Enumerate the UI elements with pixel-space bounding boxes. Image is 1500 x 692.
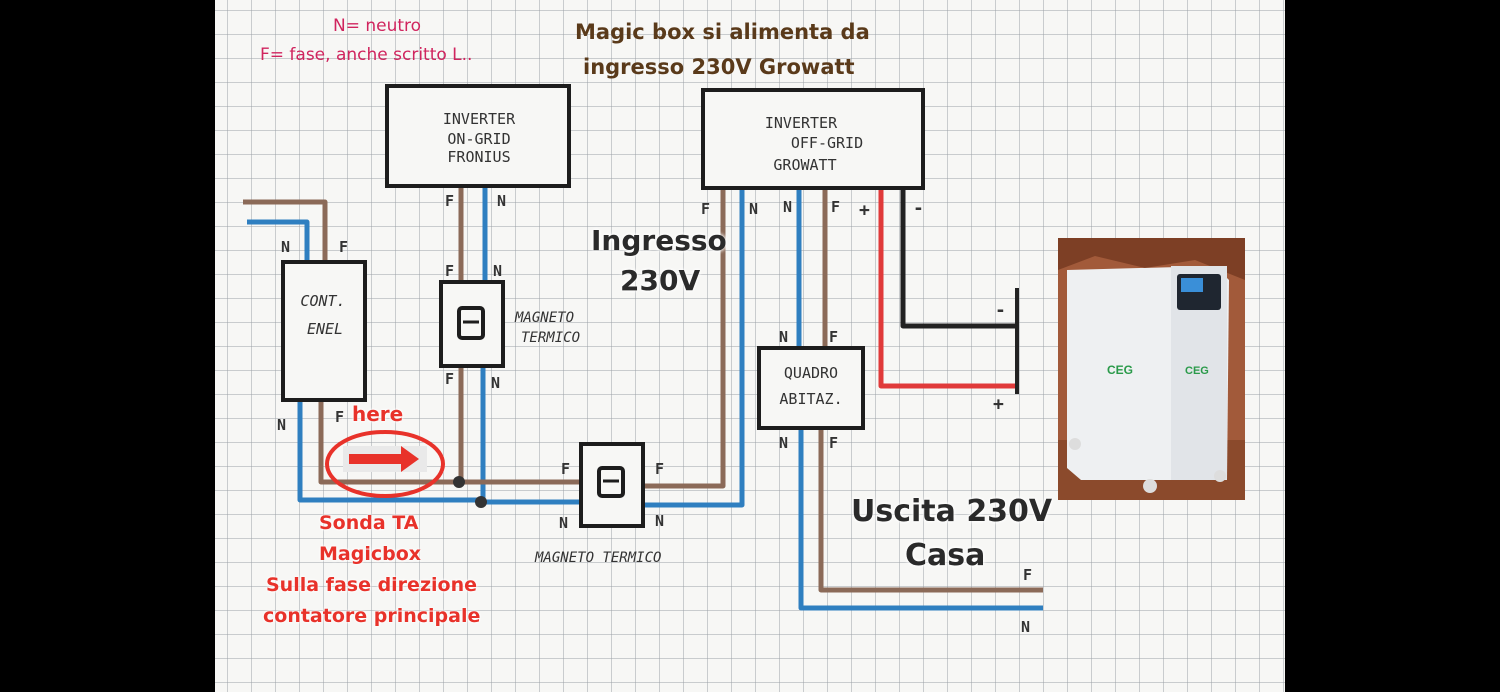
box-magneto-bottom bbox=[579, 442, 645, 528]
sonda-line-1: Sonda TA bbox=[319, 512, 419, 534]
here-label: here bbox=[352, 402, 404, 426]
battery-image: CEG CEG bbox=[1058, 238, 1245, 500]
wire-enel-out-neutral bbox=[297, 400, 480, 503]
label-casa-f: F bbox=[1023, 566, 1032, 584]
sonda-circle bbox=[325, 430, 445, 498]
wiring-diagram: INVERTER ON-GRID FRONIUS INVERTER OFF-GR… bbox=[215, 0, 1285, 692]
label-mt-top-out-f: F bbox=[445, 370, 454, 388]
wire-battery-positive bbox=[878, 190, 1017, 389]
label-enel-out-n: N bbox=[277, 416, 286, 434]
wire-enel-in-neutral bbox=[247, 219, 310, 262]
label-battery-minus: - bbox=[995, 300, 1006, 321]
label-mt-bot-out-n: N bbox=[655, 512, 664, 530]
box-growatt bbox=[701, 88, 925, 190]
wire-enel-out-phase bbox=[318, 400, 460, 485]
junction-neutral bbox=[475, 496, 487, 508]
battery-brand-side: CEG bbox=[1185, 365, 1209, 377]
label-fronius-f: F bbox=[445, 192, 454, 210]
uscita-label-line1: Uscita 230V bbox=[851, 494, 1053, 529]
legend-neutral: N= neutro bbox=[333, 16, 422, 36]
label-fronius-n: N bbox=[497, 192, 506, 210]
label-enel-out-f: F bbox=[335, 408, 344, 426]
quadro-label-2: ABITAZ. bbox=[779, 390, 842, 408]
label-casa-n: N bbox=[1021, 618, 1030, 636]
enel-label-1: CONT. bbox=[300, 292, 345, 310]
wire-casa-phase bbox=[818, 428, 1043, 593]
sonda-line-3: Sulla fase direzione bbox=[266, 574, 477, 596]
battery-brand-front: CEG bbox=[1107, 363, 1133, 377]
label-quadro-in-n: N bbox=[779, 328, 788, 346]
label-growatt-plus: + bbox=[859, 200, 870, 221]
label-enel-in-f: F bbox=[339, 238, 348, 256]
label-growatt-minus: - bbox=[913, 198, 924, 219]
fronius-label-1: INVERTER bbox=[443, 110, 516, 128]
label-mt-bot-out-f: F bbox=[655, 460, 664, 478]
growatt-label-3: GROWATT bbox=[773, 156, 836, 174]
ingresso-label-line2: 230V bbox=[620, 264, 701, 297]
sonda-arrow-icon bbox=[349, 446, 419, 472]
box-magneto-top bbox=[439, 280, 505, 368]
label-mt-bot-in-f: F bbox=[561, 460, 570, 478]
header-note-line2: ingresso 230V Growatt bbox=[583, 55, 855, 79]
breaker-symbol-top bbox=[457, 306, 485, 340]
fronius-label-2: ON-GRID bbox=[447, 130, 510, 148]
junction-phase bbox=[453, 476, 465, 488]
label-growatt-in-f: F bbox=[701, 200, 710, 218]
growatt-label-2: OFF-GRID bbox=[791, 134, 863, 152]
label-mt-top-in-f: F bbox=[445, 262, 454, 280]
wire-battery-negative bbox=[900, 190, 1017, 329]
box-quadro bbox=[757, 346, 865, 430]
fronius-label-3: FRONIUS bbox=[447, 148, 510, 166]
box-enel bbox=[281, 260, 367, 402]
label-growatt-out-f: F bbox=[831, 198, 840, 216]
wire-ingresso-neutral bbox=[643, 188, 745, 508]
header-note-line1: Magic box si alimenta da bbox=[575, 20, 870, 44]
label-enel-in-n: N bbox=[281, 238, 290, 256]
legend-phase: F= fase, anche scritto L.. bbox=[260, 45, 473, 65]
wire-casa-neutral bbox=[798, 428, 1043, 611]
sonda-line-2: Magicbox bbox=[319, 543, 422, 565]
wire-ingresso-phase bbox=[643, 188, 726, 489]
quadro-label-1: QUADRO bbox=[784, 364, 838, 382]
magneto-top-label-1: MAGNETO bbox=[514, 310, 574, 326]
enel-label-2: ENEL bbox=[307, 320, 343, 338]
label-quadro-out-f: F bbox=[829, 434, 838, 452]
label-mt-top-out-n: N bbox=[491, 374, 500, 392]
growatt-label-1: INVERTER bbox=[765, 114, 838, 132]
label-growatt-out-n: N bbox=[783, 198, 792, 216]
uscita-label-line2: Casa bbox=[905, 538, 986, 573]
sonda-line-4: contatore principale bbox=[263, 605, 481, 627]
magneto-bottom-label: MAGNETO TERMICO bbox=[534, 550, 661, 566]
ingresso-label-line1: Ingresso bbox=[591, 224, 727, 257]
label-growatt-in-n: N bbox=[749, 200, 758, 218]
label-mt-bot-in-n: N bbox=[559, 514, 568, 532]
label-mt-top-in-n: N bbox=[493, 262, 502, 280]
wire-enel-in-phase bbox=[243, 199, 328, 262]
breaker-symbol-bottom bbox=[597, 466, 625, 498]
label-quadro-out-n: N bbox=[779, 434, 788, 452]
label-battery-plus: + bbox=[993, 394, 1004, 415]
box-fronius bbox=[385, 84, 571, 188]
label-quadro-in-f: F bbox=[829, 328, 838, 346]
graph-paper: INVERTER ON-GRID FRONIUS INVERTER OFF-GR… bbox=[215, 0, 1285, 692]
magneto-top-label-2: TERMICO bbox=[521, 330, 580, 346]
